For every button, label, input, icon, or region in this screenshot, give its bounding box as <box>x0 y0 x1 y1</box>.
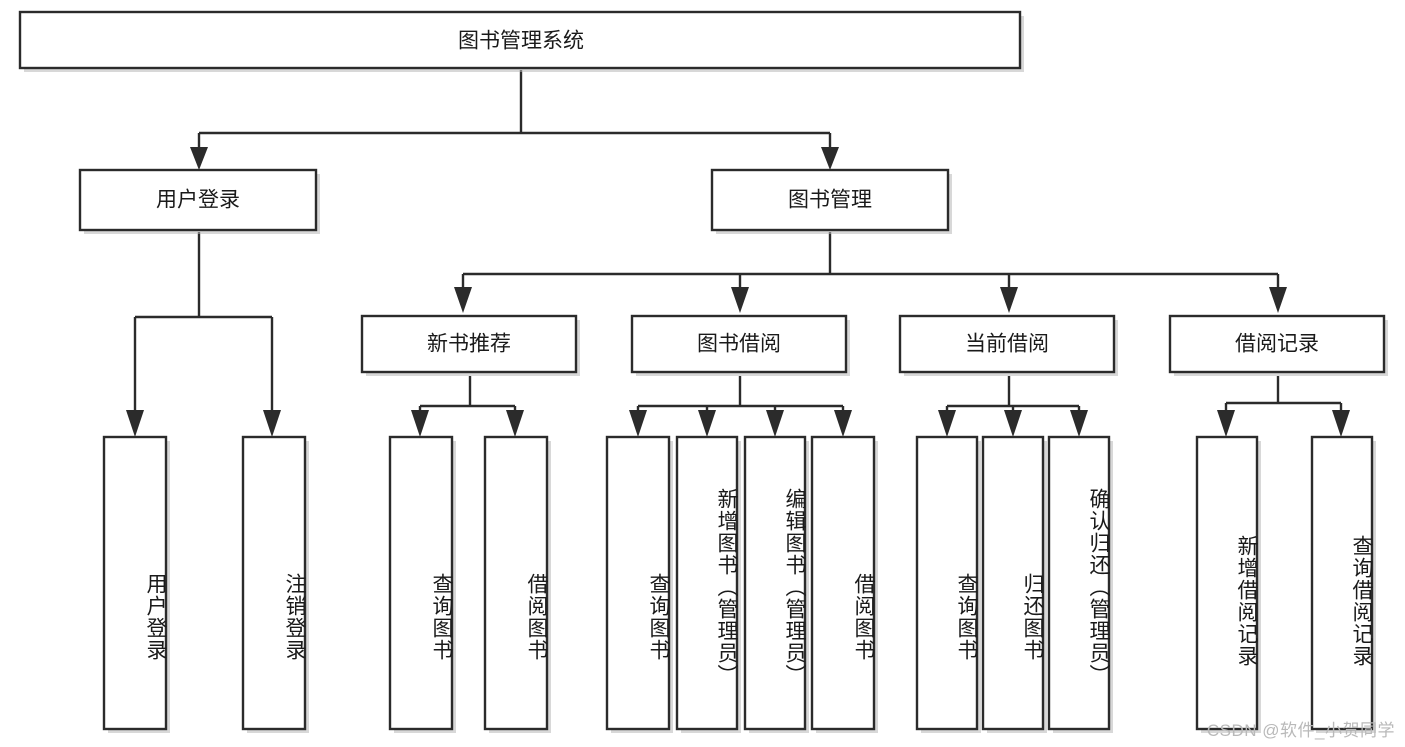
node-leaf-book-borrow-1[interactable] <box>675 435 739 731</box>
node-label-new-book: 新书推荐 <box>427 333 511 356</box>
node-label-current-borrow: 当前借阅 <box>965 333 1049 356</box>
arrow-current-borrow-l3 <box>1070 410 1088 437</box>
arrow-book-mgmt-c3 <box>1000 287 1018 313</box>
connector-group-new-book <box>411 376 524 437</box>
node-label-borrow-record: 借阅记录 <box>1235 333 1319 356</box>
arrow-current-borrow-l2 <box>1004 410 1022 437</box>
node-leaf-borrow-record-0[interactable] <box>1195 435 1259 731</box>
node-user-login-box[interactable] <box>78 168 318 232</box>
arrow-root-to-book-mgmt <box>821 147 839 170</box>
connector-group-current-borrow <box>938 376 1088 437</box>
connector-group-root <box>190 70 839 170</box>
arrow-borrow-record-l1 <box>1217 410 1235 437</box>
connector-group-book-borrow <box>629 376 852 437</box>
node-leaf-user-login-0[interactable] <box>102 435 168 731</box>
connector-group-book-mgmt <box>454 232 1287 313</box>
root-node-label: 图书管理系统 <box>458 30 584 53</box>
arrow-current-borrow-l1 <box>938 410 956 437</box>
node-root-box[interactable] <box>18 10 1022 70</box>
node-leaf-borrow-record-1[interactable] <box>1310 435 1374 731</box>
arrow-book-borrow-l2 <box>698 410 716 437</box>
node-leaf-new-book-0[interactable] <box>388 435 454 731</box>
arrow-book-borrow-l4 <box>834 410 852 437</box>
node-leaf-current-borrow-1[interactable] <box>981 435 1045 731</box>
connector-group-borrow-record <box>1217 376 1350 437</box>
arrow-book-mgmt-c4 <box>1269 287 1287 313</box>
node-leaf-user-login-1[interactable] <box>241 435 307 731</box>
node-label-user-login: 用户登录 <box>156 189 240 212</box>
node-new-book-box[interactable] <box>360 314 578 374</box>
arrow-book-borrow-l3 <box>766 410 784 437</box>
arrow-book-mgmt-c2 <box>731 287 749 313</box>
node-leaf-book-borrow-3[interactable] <box>810 435 876 731</box>
node-leaf-new-book-1[interactable] <box>483 435 549 731</box>
node-current-borrow-box[interactable] <box>898 314 1116 374</box>
node-label-book-mgmt: 图书管理 <box>788 189 872 212</box>
arrow-book-borrow-l1 <box>629 410 647 437</box>
node-borrow-record-box[interactable] <box>1168 314 1386 374</box>
node-leaf-book-borrow-2[interactable] <box>743 435 807 731</box>
arrow-root-to-user-login <box>190 147 208 170</box>
arrow-new-book-l2 <box>506 410 524 437</box>
arrow-user-login-leaf1 <box>126 410 144 437</box>
arrow-new-book-l1 <box>411 410 429 437</box>
node-leaf-current-borrow-2[interactable] <box>1047 435 1111 731</box>
connector-group-user-login <box>126 232 281 437</box>
arrow-book-mgmt-c1 <box>454 287 472 313</box>
node-label-book-borrow: 图书借阅 <box>697 333 781 356</box>
arrow-user-login-leaf2 <box>263 410 281 437</box>
node-book-mgmt-box[interactable] <box>710 168 950 232</box>
node-book-borrow-box[interactable] <box>630 314 848 374</box>
arrow-borrow-record-l2 <box>1332 410 1350 437</box>
csdn-watermark: CSDN @软件_小贺同学 <box>1206 721 1395 740</box>
node-leaf-book-borrow-0[interactable] <box>605 435 671 731</box>
node-leaf-current-borrow-0[interactable] <box>915 435 979 731</box>
